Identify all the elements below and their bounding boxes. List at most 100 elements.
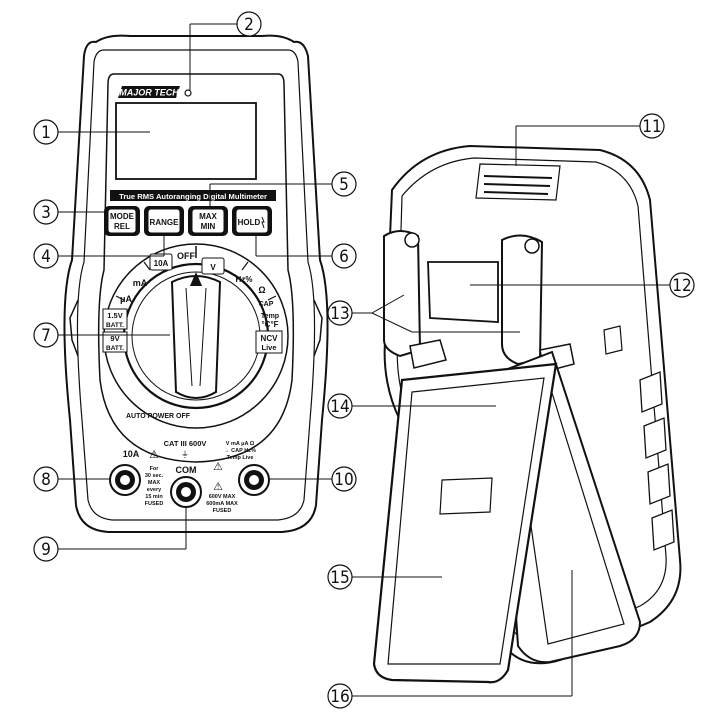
warning-icon-mid: ⚠ <box>213 461 223 473</box>
range-button[interactable]: RANGE <box>144 206 184 236</box>
range-label: RANGE <box>150 218 180 227</box>
callout-circle <box>327 300 353 326</box>
stand-cutout <box>439 477 493 515</box>
terminal-v-label: Temp Live <box>227 455 254 461</box>
model-title: True RMS Autoranging Digital Multimeter <box>119 192 267 201</box>
dial-pointer <box>190 272 202 286</box>
dial-10a-box <box>149 253 173 271</box>
callout-circle <box>236 11 262 37</box>
dial-batt15-box <box>102 308 128 330</box>
dial-batt9-sub: BATT. <box>106 345 124 352</box>
rotary-selector[interactable] <box>103 243 289 429</box>
dial-cap: CAP <box>259 301 274 308</box>
logo-text: MAJOR TECH <box>119 88 179 98</box>
stand-hinge-left <box>409 339 447 369</box>
warning-icon-left: ⚠ <box>149 449 159 461</box>
dial-ua: μA <box>120 294 133 304</box>
backlight-icon <box>261 216 265 229</box>
callout-circle <box>331 243 357 269</box>
ground-icon: ⏚ <box>181 450 189 459</box>
callout-circle <box>33 536 59 562</box>
dial-batt9: 9V <box>110 334 119 343</box>
rear-label <box>475 163 561 201</box>
side-grips <box>603 325 675 551</box>
brand-logo: MAJOR TECH <box>118 86 180 98</box>
rel-label: REL <box>114 222 130 231</box>
multimeter-front: MAJOR TECH True RMS Autoranging Digital … <box>63 34 329 533</box>
warn-left-line: 30 sec. <box>145 473 164 479</box>
ncv-indicator-led <box>184 89 192 97</box>
probe-holder-left <box>383 230 422 358</box>
callout-8: 8 <box>41 470 51 490</box>
callout-circle <box>327 683 353 709</box>
mode-rel-button[interactable]: MODE REL <box>104 206 140 236</box>
callout-circle <box>331 171 357 197</box>
dial-ma: mA <box>133 278 148 288</box>
dial-hz: Hz% <box>236 275 253 284</box>
terminal-com-label: COM <box>176 465 197 475</box>
callout-circle <box>33 243 59 269</box>
outer-tilt-stand <box>372 362 558 684</box>
dial-ncv-box <box>255 330 283 354</box>
probe-holder-right <box>501 234 544 366</box>
terminal-v-jack[interactable] <box>238 464 270 496</box>
cat-rating: CAT III 600V <box>164 439 207 448</box>
dial-temp-units: °C°F <box>261 320 278 329</box>
dial-batt9-box <box>102 331 128 353</box>
auto-power-off-label: AUTO POWER OFF <box>126 413 191 420</box>
dial-v-box <box>201 257 225 275</box>
dial-temp: Temp <box>261 313 279 320</box>
faceplate <box>97 73 295 463</box>
callout-circle <box>669 272 695 298</box>
callout-circle <box>33 466 59 492</box>
terminal-com-jack[interactable] <box>170 476 202 508</box>
hold-button[interactable]: HOLD <box>232 206 272 236</box>
warn-right-line: 600mA MAX <box>206 501 238 507</box>
warn-left-line: FUSED <box>145 501 164 507</box>
callout-circle <box>33 199 59 225</box>
dial-ohm: Ω <box>258 285 265 295</box>
dial-batt15: 1.5V <box>107 311 122 320</box>
lcd-display <box>115 102 257 180</box>
multimeter-back <box>372 144 682 684</box>
dial-off: OFF <box>177 251 195 261</box>
callout-7: 7 <box>41 326 51 346</box>
min-label: MIN <box>201 222 216 231</box>
dial-grip-line <box>185 287 207 387</box>
dial-live: Live <box>261 343 276 352</box>
terminal-v-label: V mA μA Ω <box>226 441 255 447</box>
callout-circle <box>331 466 357 492</box>
warn-right-line: FUSED <box>213 508 232 514</box>
callout-circle <box>639 113 665 139</box>
callout-14: 14 <box>330 397 349 417</box>
holster-inner-line <box>76 49 316 521</box>
dial-ncv: NCV <box>261 334 279 343</box>
dial-batt15-sub: BATT. <box>106 322 124 329</box>
callout-9: 9 <box>41 540 51 560</box>
warn-left-line: every <box>147 487 162 493</box>
callout-16: 16 <box>330 687 349 707</box>
callout-circle <box>33 322 59 348</box>
callout-circle <box>33 119 59 145</box>
callout-15: 15 <box>330 568 349 588</box>
callout-1: 1 <box>41 123 51 143</box>
callout-circle <box>327 564 353 590</box>
probe-clip <box>427 261 499 323</box>
dial-grip <box>170 275 222 399</box>
callout-13: 13 <box>330 304 349 324</box>
max-min-button[interactable]: MAX MIN <box>188 206 228 236</box>
callout-5: 5 <box>339 175 349 195</box>
terminal-10a-jack[interactable] <box>109 464 141 496</box>
dial-10a: 10A <box>154 259 169 268</box>
max-label: MAX <box>199 212 217 221</box>
left-grip <box>69 299 79 357</box>
warn-left-line: MAX <box>148 480 161 486</box>
callout-circle <box>327 393 353 419</box>
callout-4: 4 <box>41 247 51 267</box>
warn-right-line: 600V MAX <box>209 494 236 500</box>
warn-left-line: For <box>150 466 160 472</box>
warning-icon-right: ⚠ <box>213 481 223 493</box>
callout-2: 2 <box>244 15 254 35</box>
